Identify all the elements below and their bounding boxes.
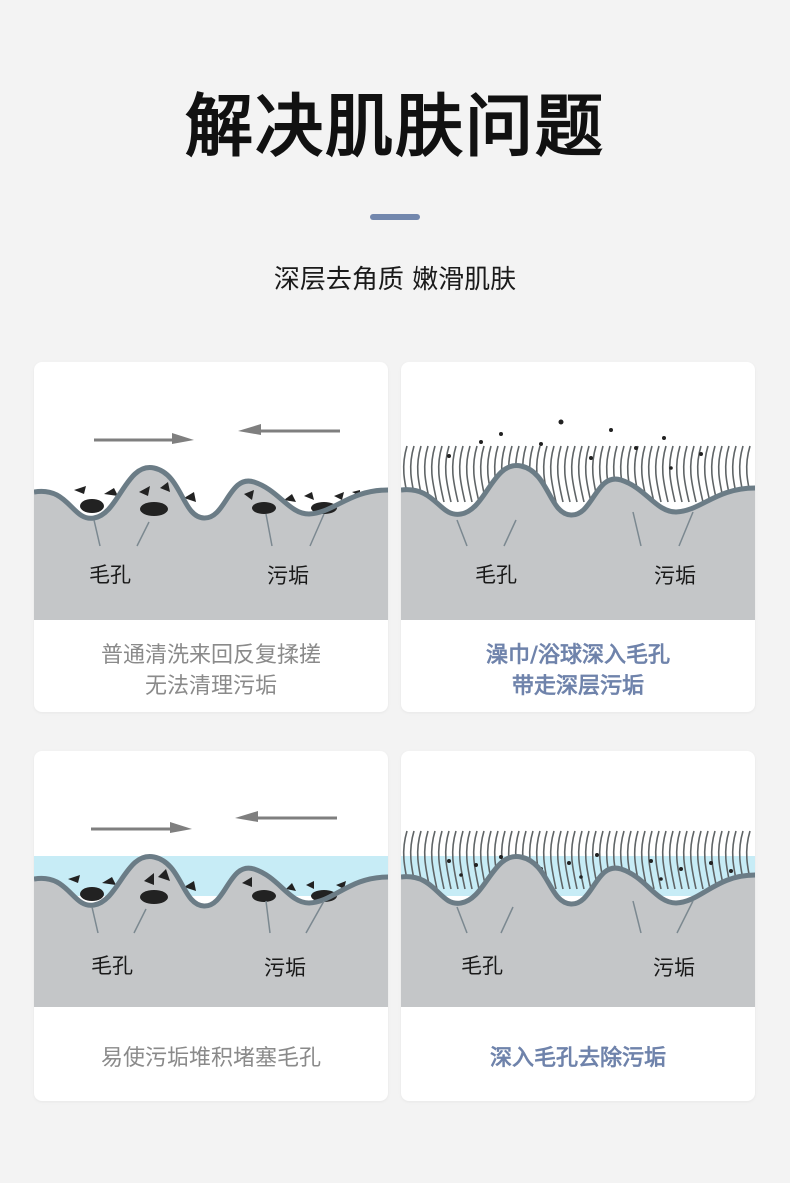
pointer-lines bbox=[456, 511, 694, 547]
fiber-strand bbox=[430, 445, 438, 503]
card-normal-wash: 毛孔 污垢 普通清洗来回反复揉搓 无法清理污垢 bbox=[34, 362, 388, 712]
fiber-strand bbox=[682, 830, 690, 890]
caption-line-1: 易使污垢堆积堵塞毛孔 bbox=[100, 1046, 321, 1071]
skin-diagram-clogged: 毛孔 污垢 bbox=[34, 811, 388, 1007]
label-pore: 毛孔 bbox=[89, 563, 131, 587]
fiber-strand bbox=[654, 830, 662, 890]
card-deep-clean: 毛孔 污垢 深入毛孔去除污垢 bbox=[401, 751, 755, 1101]
caption-line-1: 普通清洗来回反复揉搓 bbox=[100, 643, 321, 668]
fiber-strand bbox=[682, 445, 690, 503]
caption-line-1: 深入毛孔去除污垢 bbox=[489, 1046, 666, 1071]
fiber-strand bbox=[430, 830, 438, 890]
label-pore: 毛孔 bbox=[475, 563, 517, 587]
arrow-left-icon bbox=[238, 424, 340, 435]
fiber-strand bbox=[703, 830, 711, 890]
caption-line-2: 带走深层污垢 bbox=[511, 674, 644, 699]
caption-line-2: 无法清理污垢 bbox=[144, 674, 277, 699]
water-layer bbox=[401, 856, 755, 896]
fiber-strand bbox=[437, 830, 445, 890]
fiber-strand bbox=[458, 830, 466, 890]
fiber-strand bbox=[465, 830, 473, 890]
fiber-strand bbox=[675, 830, 683, 890]
title-divider bbox=[370, 214, 420, 220]
skin-surface bbox=[34, 467, 388, 620]
label-pore: 毛孔 bbox=[91, 954, 133, 978]
fiber-strand bbox=[710, 445, 718, 503]
fiber-strand bbox=[444, 830, 452, 890]
fiber-strand bbox=[661, 445, 669, 503]
label-dirt: 污垢 bbox=[267, 564, 309, 588]
fiber-strand bbox=[437, 445, 445, 503]
fiber-strand bbox=[451, 445, 459, 503]
dirt-particles bbox=[74, 482, 360, 516]
card-towel-clean: 毛孔 污垢 澡巾/浴球深入毛孔 带走深层污垢 bbox=[401, 362, 755, 712]
fiber-strand bbox=[549, 445, 557, 503]
fiber-strand bbox=[549, 830, 557, 890]
fiber-strand bbox=[458, 445, 466, 503]
arrow-left-icon bbox=[235, 811, 337, 822]
pointer-lines bbox=[93, 513, 325, 547]
pointer-lines bbox=[456, 900, 694, 934]
fiber-strand bbox=[570, 830, 578, 890]
skin-diagram-deep-clean: 毛孔 污垢 bbox=[401, 830, 755, 1007]
label-dirt: 污垢 bbox=[653, 956, 695, 980]
fiber-strand bbox=[647, 830, 655, 890]
fiber-strand bbox=[444, 445, 452, 503]
fiber-strand bbox=[703, 445, 711, 503]
pointer-lines bbox=[91, 900, 325, 934]
label-dirt: 污垢 bbox=[264, 956, 306, 980]
fiber-strand bbox=[451, 830, 459, 890]
skin-outline bbox=[401, 854, 755, 907]
arrow-right-icon bbox=[94, 433, 194, 444]
caption-line-1: 澡巾/浴球深入毛孔 bbox=[485, 643, 671, 668]
page-title: 解决肌肤问题 bbox=[184, 88, 605, 167]
fiber-strand bbox=[584, 830, 592, 890]
skin-outline bbox=[34, 465, 388, 521]
fiber-strand bbox=[689, 445, 697, 503]
fiber-strand bbox=[577, 830, 585, 890]
label-pore: 毛孔 bbox=[461, 954, 503, 978]
label-dirt: 污垢 bbox=[654, 564, 696, 588]
skin-surface bbox=[34, 856, 388, 1007]
dirt-particles bbox=[68, 869, 346, 904]
fiber-strand bbox=[654, 445, 662, 503]
fiber-strand bbox=[661, 830, 669, 890]
fiber-strand bbox=[556, 445, 564, 503]
fiber-strand bbox=[647, 445, 655, 503]
skin-diagram-normal-wash: 毛孔 污垢 bbox=[34, 424, 388, 620]
fiber-strand bbox=[696, 445, 704, 503]
fiber-strand bbox=[563, 830, 571, 890]
skin-surface bbox=[401, 856, 755, 1007]
skin-outline bbox=[34, 854, 388, 909]
fiber-strand bbox=[556, 830, 564, 890]
skin-surface bbox=[401, 465, 755, 620]
fiber-strand bbox=[563, 445, 571, 503]
fiber-strand bbox=[689, 830, 697, 890]
fiber-strand bbox=[465, 445, 473, 503]
fiber-strand bbox=[668, 830, 676, 890]
fiber-strand bbox=[696, 830, 704, 890]
skin-outline bbox=[401, 463, 755, 518]
fiber-strand bbox=[668, 445, 676, 503]
card-clogged-pores: 毛孔 污垢 易使污垢堆积堵塞毛孔 bbox=[34, 751, 388, 1101]
skin-diagram-towel-clean: 毛孔 污垢 bbox=[401, 419, 755, 620]
dirt-particles bbox=[447, 419, 703, 470]
arrow-right-icon bbox=[91, 822, 192, 833]
fiber-strand bbox=[584, 445, 592, 503]
fiber-strand bbox=[570, 445, 578, 503]
fiber-strand bbox=[472, 445, 480, 503]
fiber-strand bbox=[472, 830, 480, 890]
fiber-strand bbox=[675, 445, 683, 503]
page-subtitle: 深层去角质 嫩滑肌肤 bbox=[273, 265, 517, 295]
fiber-strand bbox=[577, 445, 585, 503]
